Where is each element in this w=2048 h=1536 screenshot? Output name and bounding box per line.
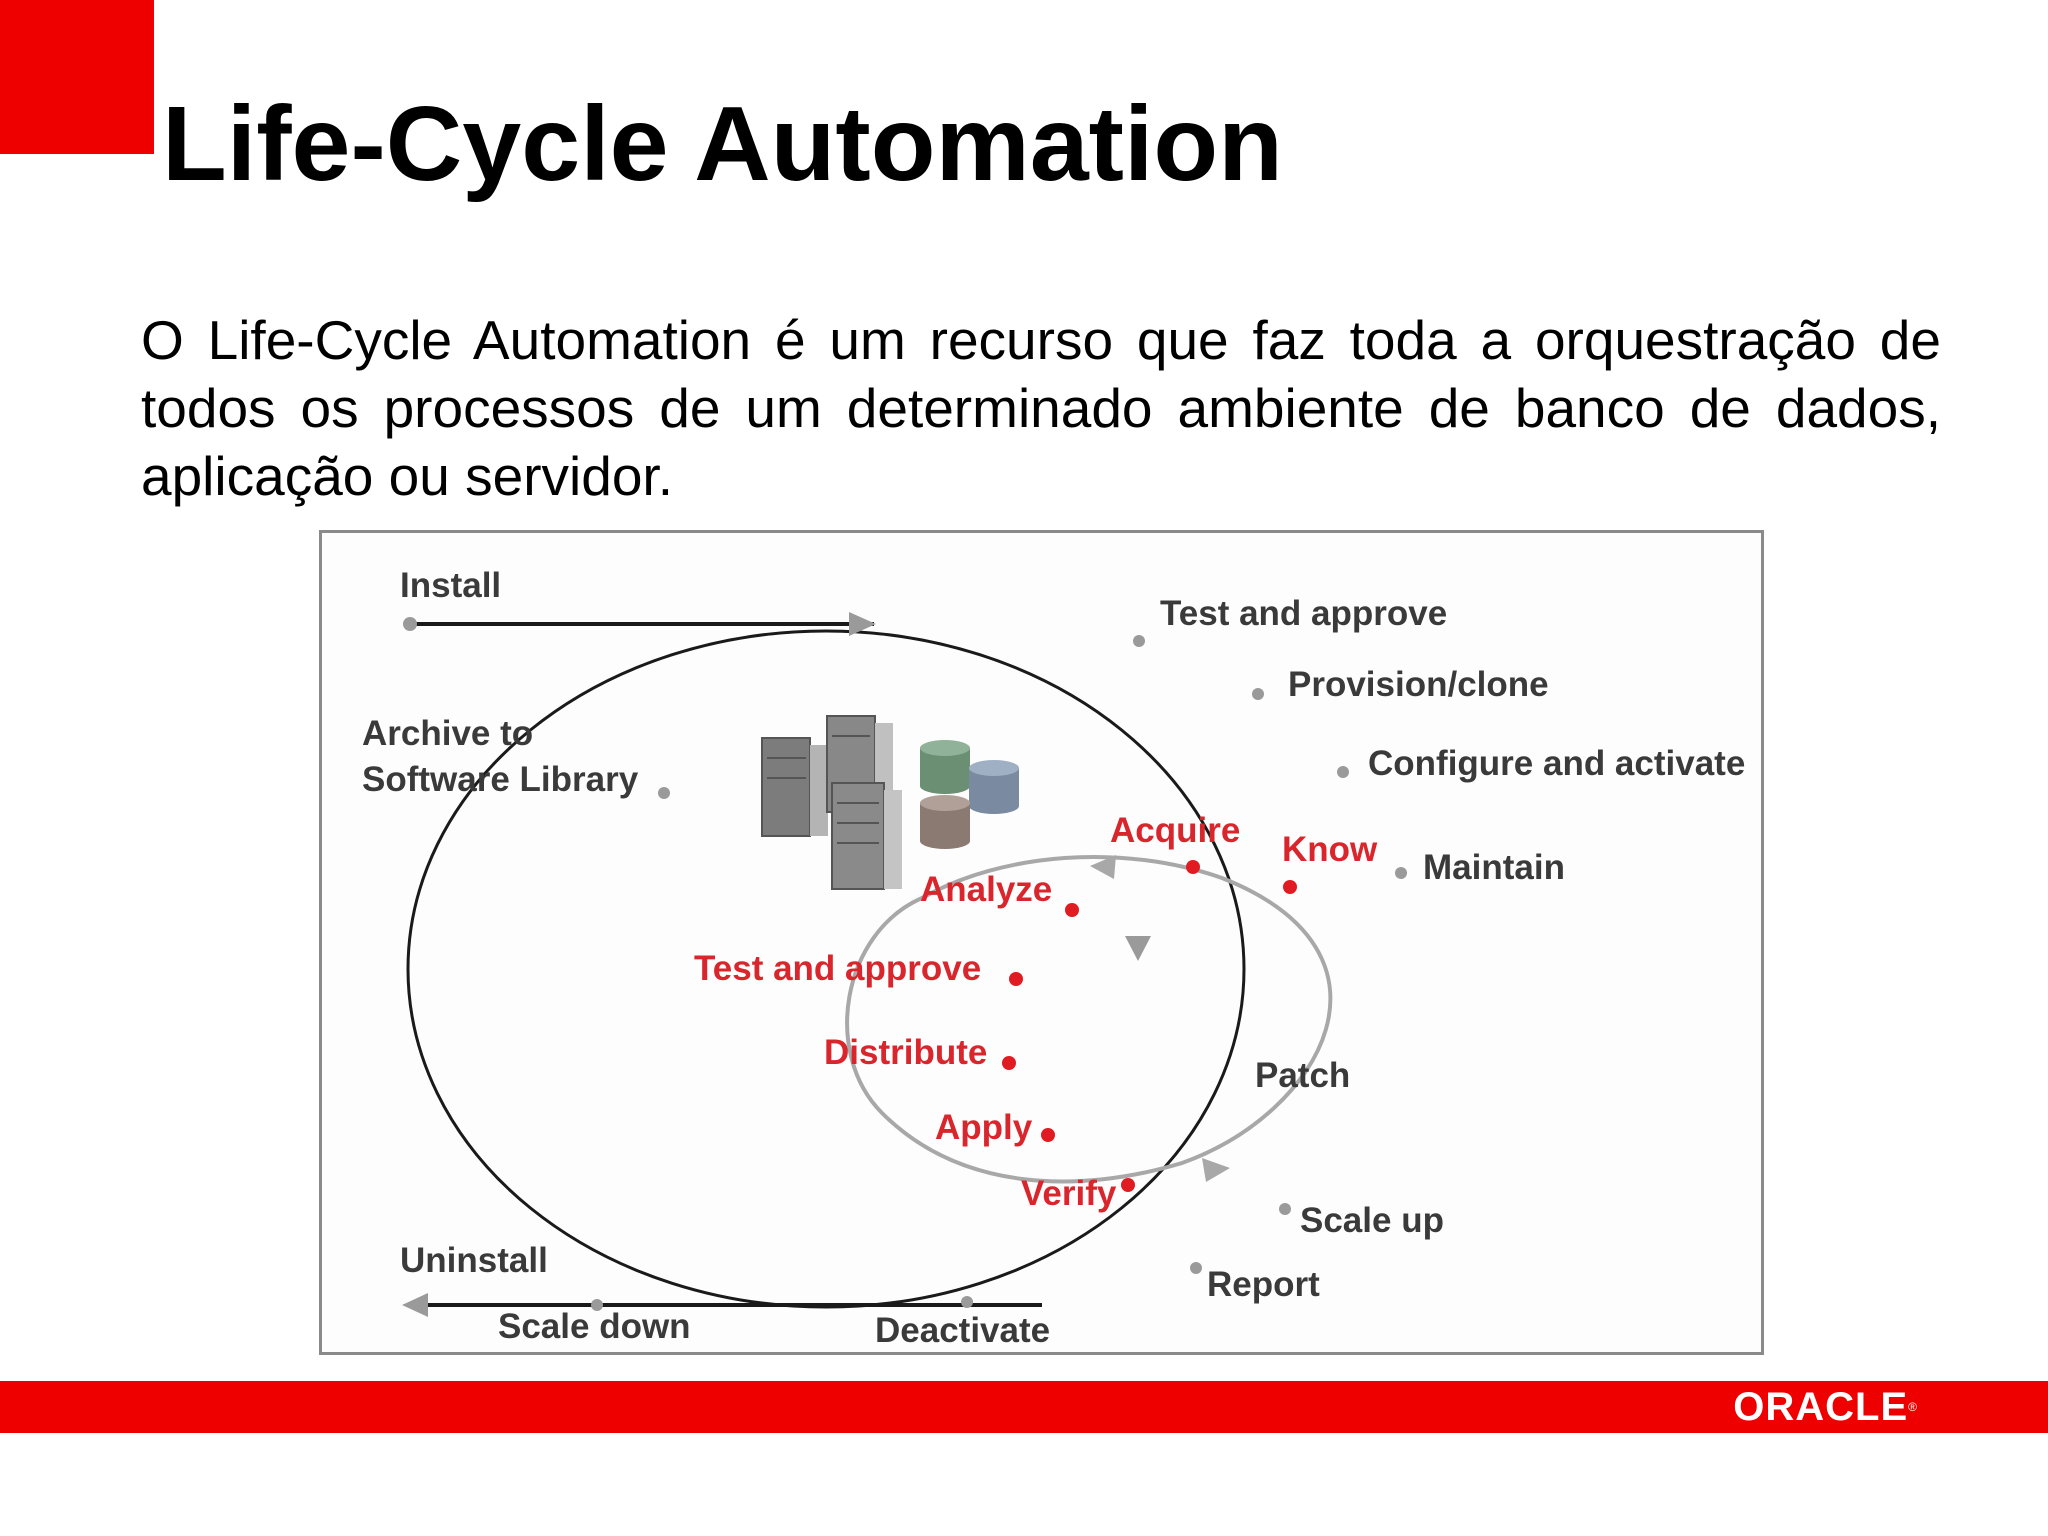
maintain-label: Maintain (1423, 848, 1565, 887)
know-dot (1283, 880, 1297, 894)
scale-down-dot (591, 1299, 603, 1311)
analyze-label: Analyze (920, 870, 1052, 909)
install-dot (403, 617, 417, 631)
analyze-dot (1065, 903, 1079, 917)
servers-illustration (761, 715, 902, 890)
install-label: Install (400, 566, 501, 605)
deactivate-label: Deactivate (875, 1311, 1050, 1350)
test-approve-red-label: Test and approve (694, 949, 981, 988)
acquire-dot (1186, 860, 1200, 874)
archive-label-line2: Software Library (362, 760, 639, 799)
trademark-symbol: ® (1908, 1400, 1918, 1414)
footer-bar: ORACLE® (0, 1381, 2048, 1433)
distribute-dot (1002, 1056, 1016, 1070)
slide-body-text: O Life-Cycle Automation é um recurso que… (141, 309, 1941, 507)
know-label: Know (1282, 830, 1378, 869)
archive-dot (658, 787, 670, 799)
verify-label: Verify (1021, 1174, 1117, 1213)
brand-red-square (0, 0, 154, 154)
configure-label: Configure and activate (1368, 744, 1745, 783)
apply-label: Apply (935, 1108, 1033, 1147)
scale-up-dot (1279, 1203, 1291, 1215)
provision-dot (1252, 688, 1264, 700)
test-approve-red-dot (1009, 972, 1023, 986)
patch-cycle-path (845, 854, 1333, 1184)
report-label: Report (1207, 1265, 1320, 1304)
scale-up-label: Scale up (1300, 1201, 1444, 1240)
uninstall-arrowhead (402, 1293, 428, 1317)
patch-arrowhead-bottom (1202, 1158, 1230, 1182)
archive-label-line1: Archive to (362, 714, 533, 753)
patch-arrowhead-top (1090, 855, 1116, 879)
maintain-dot (1395, 867, 1407, 879)
slide-title: Life-Cycle Automation (162, 85, 1283, 203)
distribute-label: Distribute (824, 1033, 987, 1072)
oracle-logo: ORACLE® (1733, 1385, 1918, 1429)
test-approve-label: Test and approve (1160, 594, 1447, 633)
install-arrowhead (849, 612, 876, 636)
uninstall-label: Uninstall (400, 1241, 548, 1280)
deactivate-dot (961, 1296, 973, 1308)
oracle-logo-text: ORACLE (1733, 1385, 1909, 1429)
lifecycle-diagram-svg: Install Test and approve Provision/clone… (362, 566, 1745, 1350)
report-dot (1190, 1262, 1202, 1274)
provision-label: Provision/clone (1288, 665, 1549, 704)
test-approve-dot (1133, 635, 1145, 647)
apply-dot (1041, 1128, 1055, 1142)
outer-cycle-arrowhead (1125, 936, 1151, 961)
verify-dot (1121, 1178, 1135, 1192)
databases-illustration (920, 740, 1019, 849)
configure-dot (1337, 766, 1349, 778)
lifecycle-diagram: Install Test and approve Provision/clone… (319, 530, 1764, 1355)
patch-label: Patch (1255, 1056, 1350, 1095)
acquire-label: Acquire (1110, 811, 1240, 850)
scale-down-label: Scale down (498, 1307, 691, 1346)
